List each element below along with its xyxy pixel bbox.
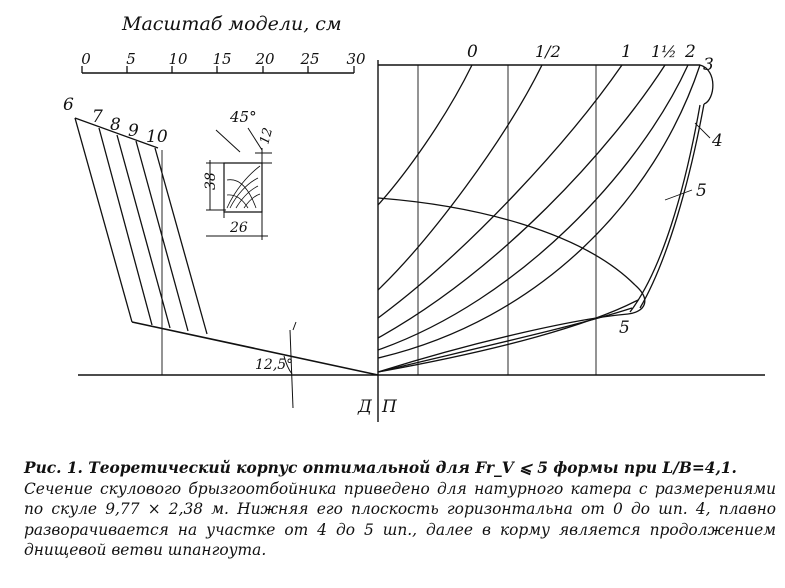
scale-tick-20: 20 [254, 50, 275, 68]
body-plan-drawing: Масштаб модели, см 0 5 10 15 20 25 30 0 … [63, 13, 765, 422]
station-label-9: 9 [128, 121, 139, 141]
spray-rail-width-label: 26 [229, 220, 248, 236]
station-label-1: 1 [621, 42, 632, 62]
scale-tick-15: 15 [212, 50, 231, 68]
station-label-3: 3 [703, 55, 714, 75]
scale-title: Масштаб модели, см [121, 13, 342, 35]
chine-station-label-5: 5 [619, 318, 630, 338]
scale-tick-25: 25 [299, 50, 319, 68]
station-label-5: 5 [696, 181, 707, 201]
deadrise-angle-label: 12,5° [255, 357, 293, 373]
scale-tick-30: 30 [346, 50, 366, 68]
station-label-2: 2 [684, 42, 696, 62]
spray-rail-step-label: 12 [257, 126, 276, 146]
station-label-1-half: 1½ [651, 42, 677, 61]
bow-side-lines [377, 64, 714, 359]
scale-bar [81, 66, 355, 74]
scale-tick-10: 10 [168, 50, 188, 68]
station-label-10: 10 [146, 127, 168, 147]
station-label-8: 8 [110, 115, 121, 135]
stern-stations [74, 117, 379, 376]
station-label-7: 7 [92, 107, 103, 127]
spray-rail-section [206, 127, 272, 240]
center-label-stern: Д [357, 397, 373, 417]
deadrise-angle-marker [283, 321, 297, 409]
caption-title: Рис. 1. Теоретический корпус оптимальной… [24, 459, 737, 477]
center-label-bow: П [381, 397, 398, 417]
figure-caption: Рис. 1. Теоретический корпус оптимальной… [24, 458, 776, 561]
caption-body: Сечение скулового брызгоотбойника привед… [24, 479, 776, 560]
bow-bottom-lines [377, 197, 646, 373]
scale-tick-5: 5 [126, 50, 136, 68]
spray-rail-angle-label: 45° [229, 108, 257, 126]
station-label-half: 1/2 [535, 42, 561, 61]
spray-rail-height-label: 38 [203, 172, 219, 190]
station-label-4: 4 [711, 131, 723, 151]
station-label-6: 6 [63, 95, 74, 115]
station-label-0: 0 [467, 42, 478, 62]
scale-tick-0: 0 [81, 50, 91, 68]
